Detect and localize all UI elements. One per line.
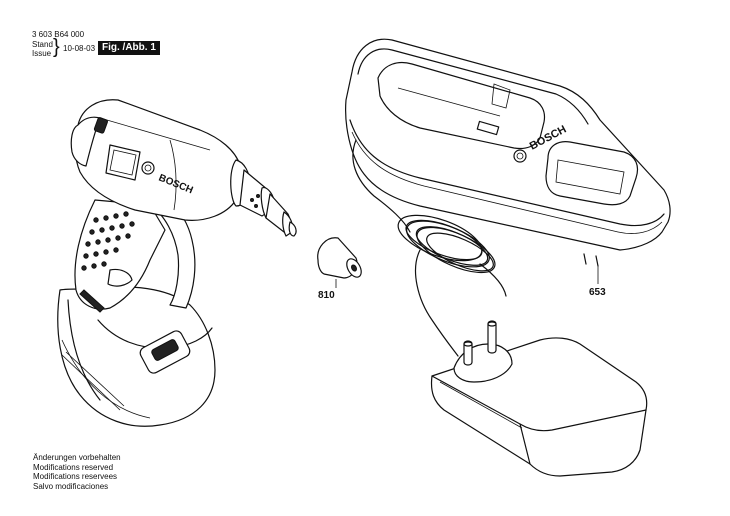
issue-date: 10-08-03 [63,44,96,53]
charger-illustration: BOSCH [345,38,671,284]
modification-notes: Änderungen vorbehalten Modifications res… [33,453,121,491]
brace-glyph: } [53,36,60,58]
callout-810: 810 [318,290,335,301]
issue-label: Issue [32,49,52,58]
nozzle-tip-part [317,237,362,288]
power-adapter [430,320,648,477]
note-en: Modifications reserved [33,462,114,472]
note-de: Änderungen vorbehalten [33,453,121,462]
note-fr: Modifications reservees [33,472,118,482]
glue-gun-illustration: BOSCH [57,99,297,427]
callout-653: 653 [589,287,606,298]
stand-label: Stand [32,40,53,49]
figure-label: Fig. /Abb. 1 [98,41,160,55]
part-number: 3 603 B64 000 [32,30,85,39]
cable-coil [397,214,507,357]
note-es: Salvo modificaciones [33,481,109,491]
grip-dots [81,211,135,271]
